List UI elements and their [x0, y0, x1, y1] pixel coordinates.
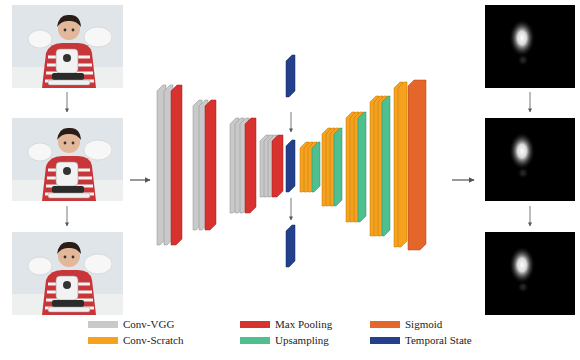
legend-swatch	[370, 337, 400, 344]
conv-scratch-layer	[300, 82, 407, 247]
max-pooling-layer	[205, 100, 216, 230]
flow-arrow	[67, 92, 68, 112]
input-frames	[12, 5, 123, 88]
max-pooling-layer	[245, 118, 256, 213]
legend-label: Conv-VGG	[123, 319, 174, 330]
input-frames	[12, 118, 123, 201]
temporal-state-layer	[286, 55, 295, 267]
legend-swatch	[240, 321, 270, 328]
legend-swatch	[240, 337, 270, 344]
max-pooling-layer	[171, 85, 283, 245]
flow-arrow	[530, 92, 531, 112]
flow-arrow	[452, 179, 474, 180]
legend-swatch	[88, 337, 118, 344]
max-pooling-layer	[171, 85, 182, 245]
saliency-maps	[485, 118, 575, 201]
conv-vgg-layer	[157, 85, 277, 245]
legend-label: Temporal State	[405, 335, 472, 346]
temporal-state-layer	[286, 225, 295, 267]
upsampling-layer	[334, 128, 342, 206]
sigmoid-layer	[408, 80, 426, 250]
upsampling-layer	[382, 96, 390, 236]
flow-arrow	[291, 112, 292, 132]
input-frames	[12, 232, 123, 315]
flow-arrow	[291, 198, 292, 220]
temporal-state-layer	[286, 55, 295, 97]
legend-swatch	[88, 321, 118, 328]
legend-swatch	[370, 321, 400, 328]
conv-scratch-layer	[398, 82, 407, 247]
flow-arrow	[67, 92, 530, 226]
flow-arrow	[67, 206, 68, 226]
saliency-maps	[485, 232, 575, 315]
sigmoid-layer	[408, 80, 426, 250]
flow-arrow	[130, 179, 150, 180]
legend-label: Upsampling	[275, 335, 329, 346]
upsampling-layer	[358, 112, 366, 222]
flow-arrow	[530, 206, 531, 226]
upsampling-layer	[312, 142, 320, 192]
saliency-maps	[485, 5, 575, 315]
legend-label: Sigmoid	[405, 319, 442, 330]
max-pooling-layer	[272, 135, 283, 197]
legend-label: Max Pooling	[275, 319, 332, 330]
legend-label: Conv-Scratch	[123, 335, 183, 346]
upsampling-layer	[312, 96, 390, 236]
saliency-maps	[485, 5, 575, 88]
input-frames	[12, 5, 123, 315]
temporal-state-layer	[286, 140, 295, 192]
